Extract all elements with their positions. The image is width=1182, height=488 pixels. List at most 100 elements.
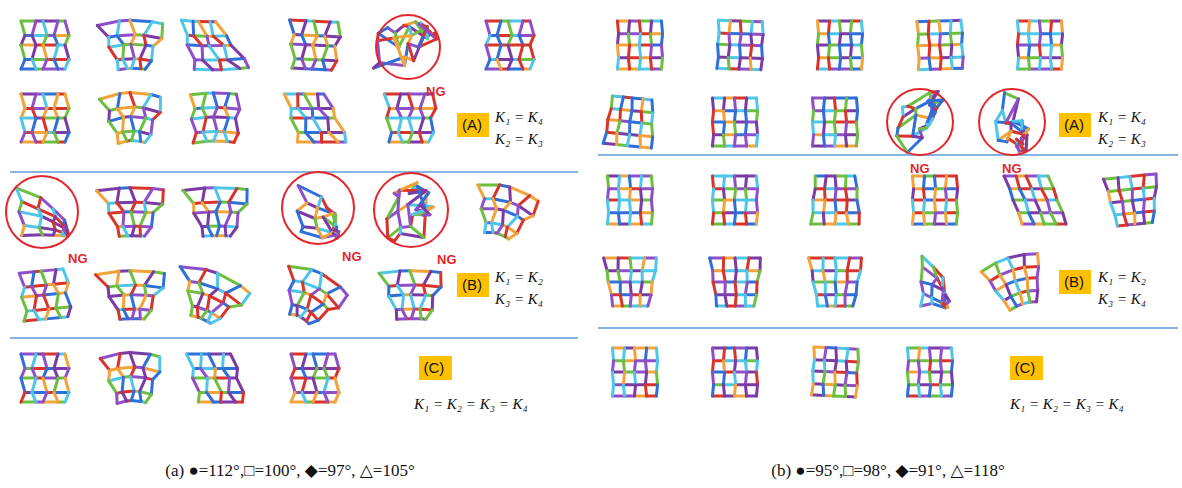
strut-segment <box>306 132 314 142</box>
strut-segment <box>224 46 227 60</box>
strut-segment <box>940 45 942 58</box>
strut-segment <box>712 385 713 396</box>
strut-segment <box>201 354 202 368</box>
strut-segment <box>221 69 240 70</box>
strut-segment <box>508 21 512 35</box>
strut-segment <box>408 94 412 108</box>
strut-segment <box>243 392 244 402</box>
strut-segment <box>723 189 724 200</box>
strut-segment <box>617 45 618 58</box>
strut-segment <box>54 367 69 370</box>
strut-segment <box>130 93 135 107</box>
strut-segment <box>140 59 152 61</box>
strut-segment <box>734 98 735 111</box>
lattice-mesh <box>607 176 652 224</box>
strut-segment <box>745 211 757 214</box>
strut-segment <box>745 109 757 112</box>
strut-segment <box>913 136 923 138</box>
strut-segment <box>1051 213 1057 224</box>
lattice-mesh <box>16 188 68 236</box>
strut-segment <box>379 273 389 286</box>
strut-segment <box>196 307 200 317</box>
strut-segment <box>131 377 135 391</box>
strut-segment <box>203 60 213 70</box>
strut-segment <box>1017 20 1029 23</box>
strut-segment <box>853 295 856 306</box>
strut-segment <box>497 34 512 37</box>
strut-segment <box>399 183 417 190</box>
strut-segment <box>607 269 618 272</box>
strut-segment <box>630 271 631 282</box>
strut-segment <box>747 258 749 271</box>
strut-segment <box>639 68 651 71</box>
strut-segment <box>629 199 641 202</box>
strut-segment <box>433 287 441 296</box>
strut-segment <box>639 44 651 47</box>
strut-segment <box>845 133 857 136</box>
strut-segment <box>745 187 757 190</box>
strut-segment <box>950 33 952 44</box>
strut-segment <box>202 93 206 108</box>
strut-segment <box>296 132 300 142</box>
strut-segment <box>335 354 339 368</box>
strut-segment <box>313 36 318 45</box>
strut-segment <box>1061 58 1062 69</box>
separator-line <box>598 154 1178 156</box>
strut-segment <box>21 118 25 132</box>
strut-segment <box>130 20 135 34</box>
lattice-mesh <box>291 354 339 402</box>
strut-segment <box>508 68 523 71</box>
strut-segment <box>998 140 1007 142</box>
strut-segment <box>717 67 729 70</box>
strut-segment <box>1153 198 1156 211</box>
strut-segment <box>302 45 306 59</box>
strut-segment <box>652 271 655 282</box>
strut-segment <box>735 271 736 282</box>
strut-segment <box>34 309 49 310</box>
strut-segment <box>311 304 323 312</box>
strut-segment <box>54 391 69 394</box>
strut-segment <box>227 58 244 59</box>
strut-segment <box>634 348 635 361</box>
strut-segment <box>314 20 330 24</box>
strut-segment <box>493 185 500 199</box>
strut-segment <box>651 189 652 200</box>
strut-segment <box>56 294 59 309</box>
strut-segment <box>1155 174 1158 187</box>
strut-segment <box>66 234 69 235</box>
strut-segment <box>1063 213 1066 224</box>
strut-segment <box>387 118 392 132</box>
strut-segment <box>745 122 746 135</box>
strut-segment <box>723 383 735 386</box>
strut-segment <box>738 45 742 58</box>
strut-segment <box>387 117 402 120</box>
strut-segment <box>327 287 341 294</box>
strut-segment <box>431 118 434 132</box>
strut-segment <box>723 271 725 282</box>
strut-segment <box>140 131 141 141</box>
strut-segment <box>289 290 304 292</box>
strut-segment <box>756 122 757 135</box>
strut-segment <box>811 271 815 282</box>
strut-segment <box>839 44 851 47</box>
strut-segment <box>43 117 58 120</box>
strut-segment <box>943 290 949 301</box>
strut-segment <box>750 57 762 60</box>
strut-segment <box>235 109 239 118</box>
strut-segment <box>54 368 58 378</box>
strut-segment <box>54 378 58 392</box>
strut-segment <box>612 395 624 398</box>
strut-segment <box>861 21 862 34</box>
strut-segment <box>215 378 222 392</box>
strut-segment <box>19 272 34 273</box>
strut-segment <box>333 213 336 224</box>
strut-segment <box>54 21 58 35</box>
lattice-mesh <box>612 348 657 396</box>
strut-segment <box>712 347 724 350</box>
strut-segment <box>389 296 397 310</box>
strut-segment <box>32 59 36 69</box>
strut-segment <box>411 285 415 295</box>
strut-segment <box>152 46 154 60</box>
strut-segment <box>151 213 153 227</box>
strut-segment <box>323 60 326 70</box>
